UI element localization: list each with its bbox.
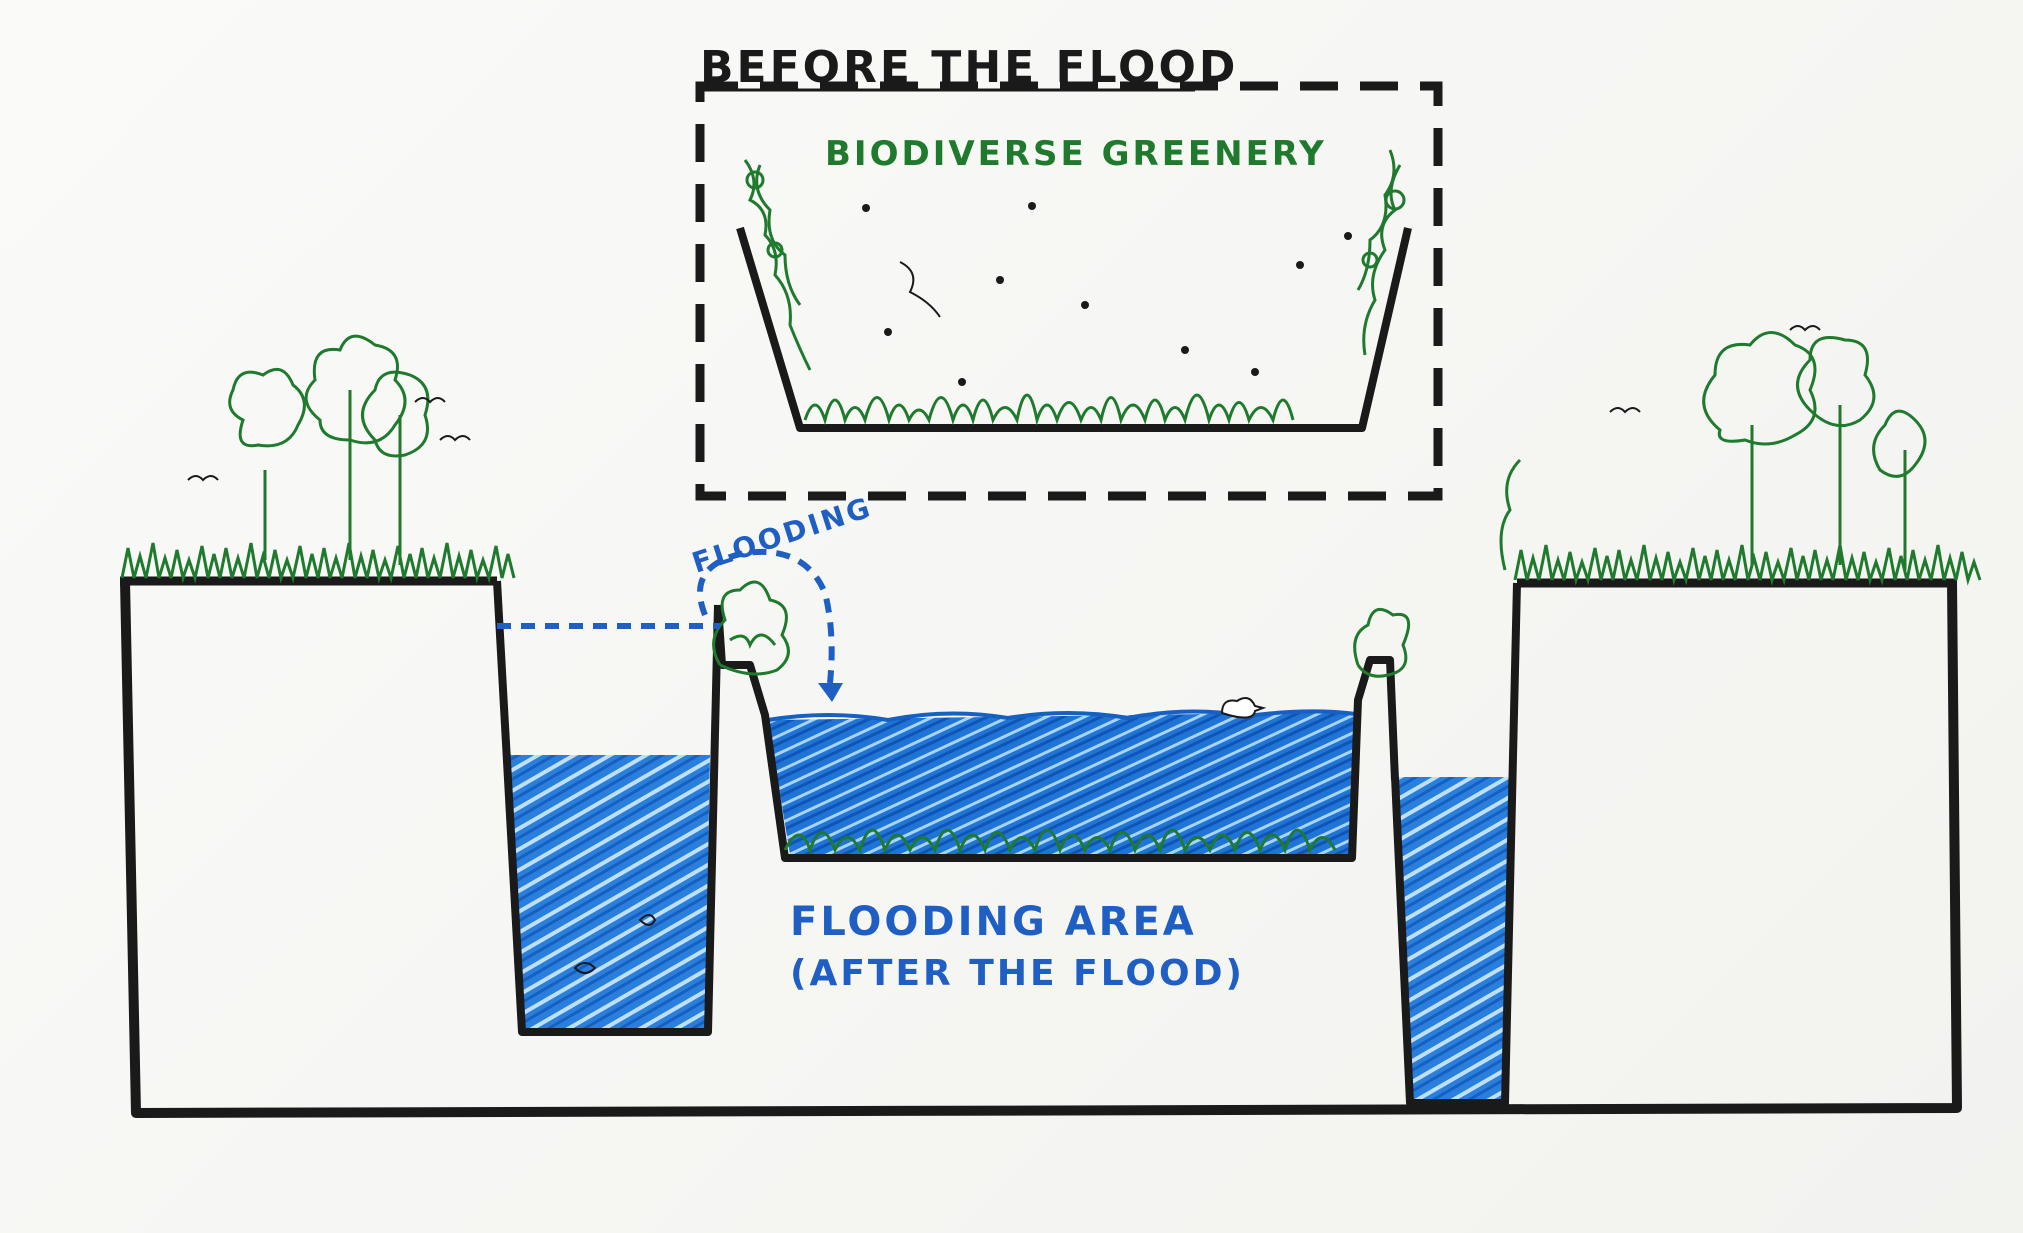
inset-insects <box>862 202 1352 386</box>
left-bank-vegetation <box>122 336 514 578</box>
inset-greenery <box>745 150 1404 420</box>
after-flood-label: (AFTER THE FLOOD) <box>790 953 1245 994</box>
right-channel-water <box>1395 777 1510 1100</box>
flood-basin <box>718 605 1395 858</box>
before-flood-inset: BEFORE THE FLOOD BIODIVERSE GREENERY <box>700 42 1438 496</box>
tree-icon <box>230 369 305 560</box>
left-channel-water <box>510 755 710 1030</box>
tree-icon <box>1798 338 1874 566</box>
bird-icons <box>188 326 1820 480</box>
flooding-area-label: FLOODING AREA <box>790 899 1197 945</box>
arrow-head-icon <box>818 683 843 702</box>
flooding-arrow: FLOODING <box>497 490 877 702</box>
tree-icon <box>363 372 428 565</box>
tree-icon <box>306 336 405 560</box>
flooding-label: FLOODING <box>688 490 877 579</box>
right-bank-vegetation <box>1501 333 1980 581</box>
biodiverse-greenery-label: BIODIVERSE GREENERY <box>825 134 1327 174</box>
flood-basin-water <box>768 712 1358 855</box>
inset-basin-outline <box>740 228 1408 428</box>
left-channel <box>497 581 718 1032</box>
tree-icon <box>1704 333 1815 566</box>
right-channel <box>1395 583 1517 1103</box>
divider-greenery <box>714 582 1409 676</box>
tree-icon <box>1874 411 1925 570</box>
